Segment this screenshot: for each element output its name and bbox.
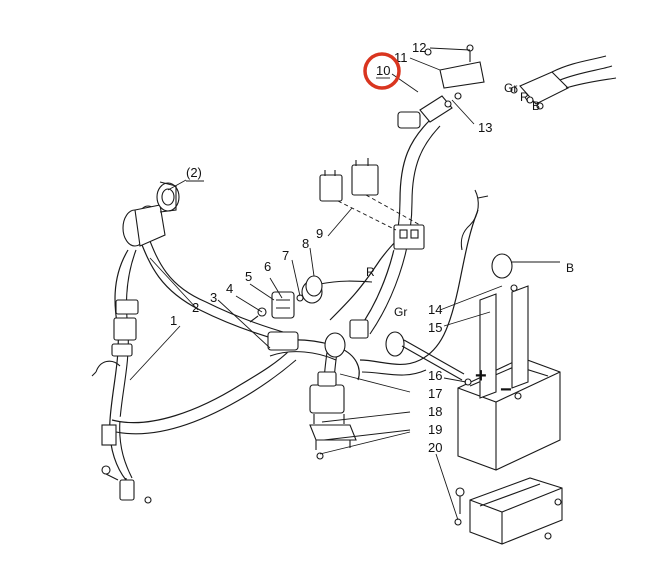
part-label-16: 16 <box>428 368 442 383</box>
part-label-18: 18 <box>428 404 442 419</box>
label-underlines <box>186 77 390 182</box>
negative-terminal-sign: − <box>500 379 512 401</box>
part-label-4: 4 <box>226 281 233 296</box>
highlight-circle-part-10 <box>363 52 401 90</box>
wire-label-gr-center: Gr <box>394 305 407 319</box>
center-harness <box>267 95 489 386</box>
part-label-1: 1 <box>170 313 177 328</box>
wire-color-labels: R B Gr Gr R B <box>366 81 574 319</box>
part-label-17: 17 <box>428 386 442 401</box>
part-label-14: 14 <box>428 302 442 317</box>
part-label-7: 7 <box>282 248 289 263</box>
starter-relay <box>309 371 357 460</box>
wire-label-r-top-right: R <box>520 90 529 104</box>
part-label-6: 6 <box>264 259 271 274</box>
ref-label-2: (2) <box>186 165 202 180</box>
part-label-2: 2 <box>192 300 199 315</box>
part-label-19: 19 <box>428 422 442 437</box>
battery-cable-connector <box>510 55 617 110</box>
main-harness <box>91 235 297 501</box>
part-label-15: 15 <box>428 320 442 335</box>
wire-label-gr-top: Gr <box>504 81 517 95</box>
part-label-10: 10 <box>376 63 390 78</box>
mounting-bolts <box>101 465 562 540</box>
part-number-labels: 1 2 3 4 5 6 7 8 9 10 11 12 13 14 15 16 1… <box>170 40 492 455</box>
leader-lines <box>129 47 503 521</box>
part-label-5: 5 <box>245 269 252 284</box>
fuse-holder-parts <box>249 275 373 323</box>
part-label-13: 13 <box>478 120 492 135</box>
positive-cable-end <box>491 253 560 292</box>
battery <box>401 285 563 545</box>
relay-pair <box>319 158 425 250</box>
wire-label-b-top-right: B <box>532 99 540 113</box>
positive-terminal-sign: + <box>475 365 487 387</box>
part-label-9: 9 <box>316 226 323 241</box>
key-switch-assembly <box>122 181 180 247</box>
wire-label-r-top: R <box>366 265 375 279</box>
ground-bracket-parts <box>424 44 485 108</box>
battery-terminal-signs: + − <box>475 365 512 401</box>
part-label-3: 3 <box>210 290 217 305</box>
wire-label-b-right: B <box>566 261 574 275</box>
part-label-20: 20 <box>428 440 442 455</box>
part-label-8: 8 <box>302 236 309 251</box>
part-label-12: 12 <box>412 40 426 55</box>
